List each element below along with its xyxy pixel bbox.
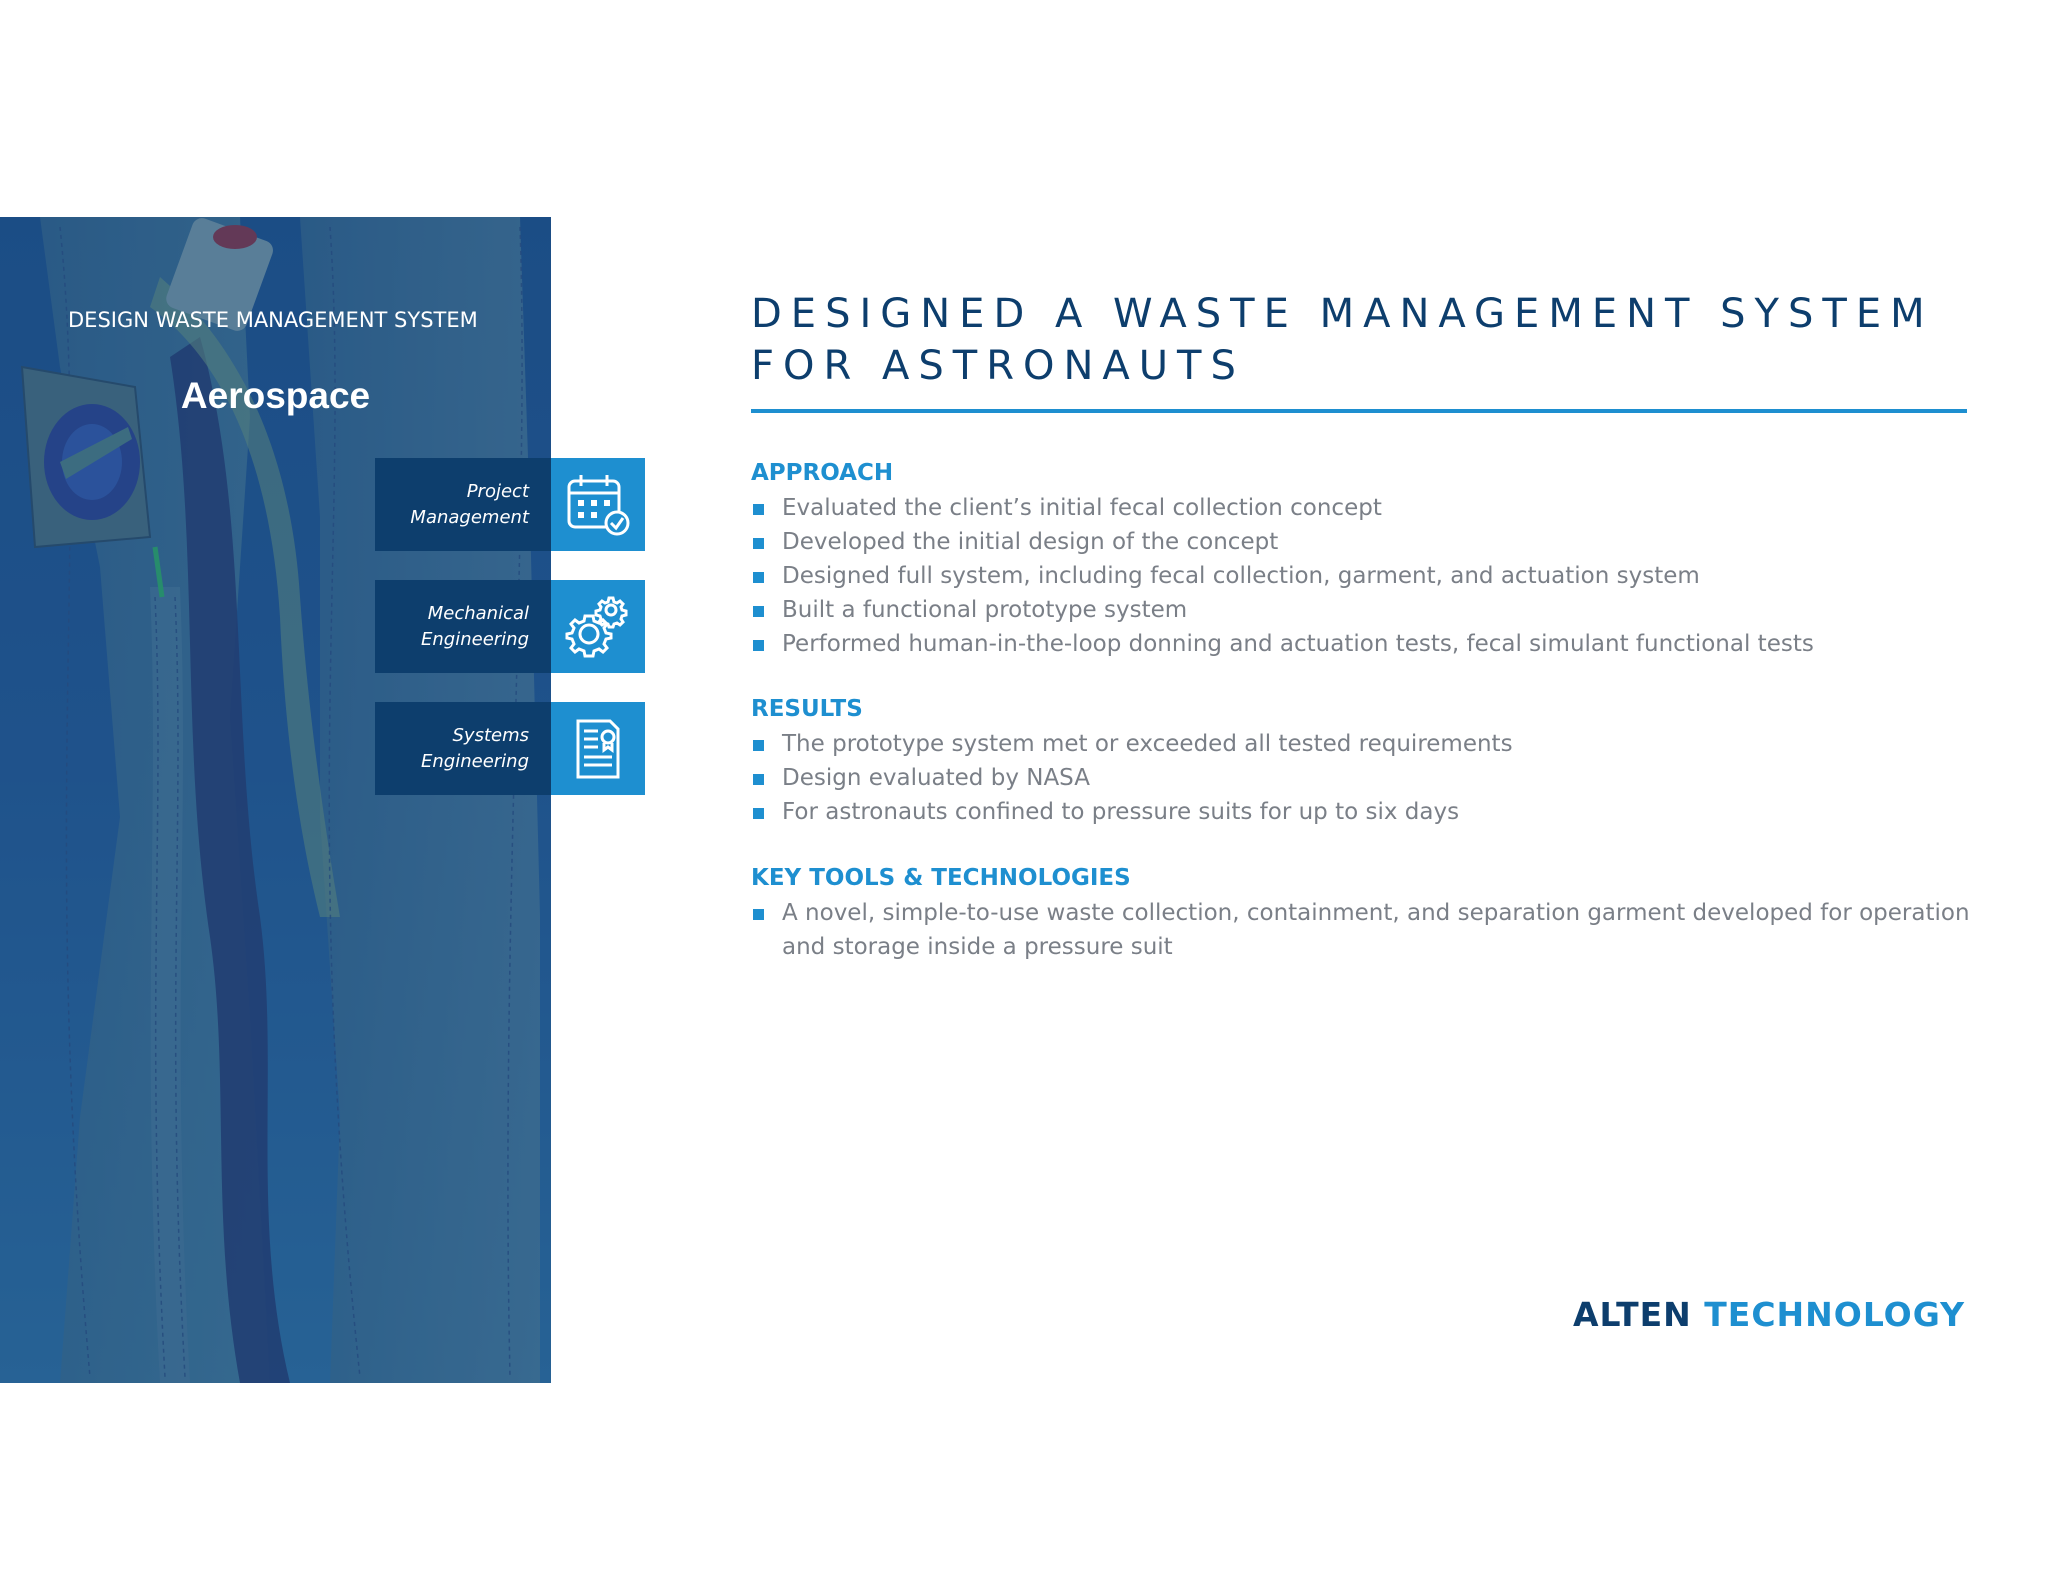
list-item: A novel, simple-to-use waste collection,… <box>751 896 1981 964</box>
alten-technology-logo: ALTEN TECHNOLOGY <box>1572 1295 1965 1334</box>
list-item: Performed human-in-the-loop donning and … <box>751 627 1981 661</box>
certificate-document-icon <box>576 719 620 778</box>
section-heading-results: RESULTS <box>751 696 863 722</box>
calendar-check-icon <box>567 474 630 535</box>
hero-title: Aerospace <box>180 375 371 416</box>
list-item: The prototype system met or exceeded all… <box>751 727 1981 761</box>
list-item: Design evaluated by NASA <box>751 761 1981 795</box>
section-heading-approach: APPROACH <box>751 460 894 486</box>
hero-panel: DESIGN WASTE MANAGEMENT SYSTEM Aerospace <box>0 217 551 1383</box>
page-title: DESIGNED A WASTE MANAGEMENT SYSTEM FOR A… <box>751 291 1934 389</box>
gears-icon <box>565 596 628 657</box>
list-item: Designed full system, including fecal co… <box>751 559 1981 593</box>
results-list: The prototype system met or exceeded all… <box>751 727 1981 829</box>
list-item: Developed the initial design of the conc… <box>751 525 1981 559</box>
list-item: Evaluated the client’s initial fecal col… <box>751 491 1981 525</box>
list-item: Built a functional prototype system <box>751 593 1981 627</box>
list-item: For astronauts confined to pressure suit… <box>751 795 1981 829</box>
key-tools-list: A novel, simple-to-use waste collection,… <box>751 896 1981 964</box>
cad-render-image <box>0 217 551 1383</box>
hero-kicker: DESIGN WASTE MANAGEMENT SYSTEM <box>68 308 478 332</box>
approach-list: Evaluated the client’s initial fecal col… <box>751 491 1981 661</box>
section-heading-key-tools: KEY TOOLS & TECHNOLOGIES <box>751 865 1131 891</box>
title-divider <box>751 409 1967 413</box>
